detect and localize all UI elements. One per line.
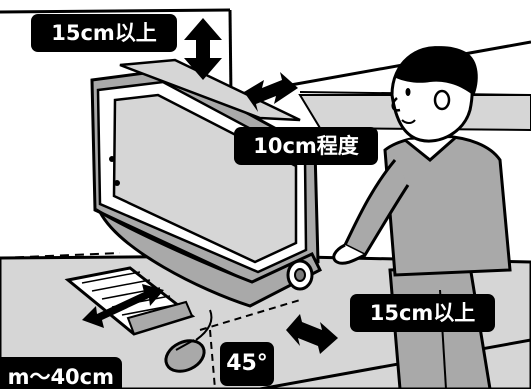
tilt-angle-label: 45° — [220, 342, 274, 386]
desk-front-edge — [259, 338, 531, 389]
angle-guide-vertical — [209, 329, 216, 389]
viewing-distance-label: m〜40cm — [0, 357, 122, 389]
mouse-icon — [164, 309, 213, 373]
desk-guide-line — [0, 252, 121, 259]
rear-gap-label: 10cm程度 — [234, 127, 378, 165]
pc-monitor-icon — [90, 58, 323, 308]
wall-top-edge — [0, 8, 231, 14]
side-clearance-label: 15cm以上 — [350, 294, 495, 332]
angle-guide-diagonal — [199, 299, 301, 331]
top-clearance-label: 15cm以上 — [31, 14, 177, 52]
wall-corner-line — [228, 9, 233, 99]
double-arrow-icon — [82, 18, 338, 354]
